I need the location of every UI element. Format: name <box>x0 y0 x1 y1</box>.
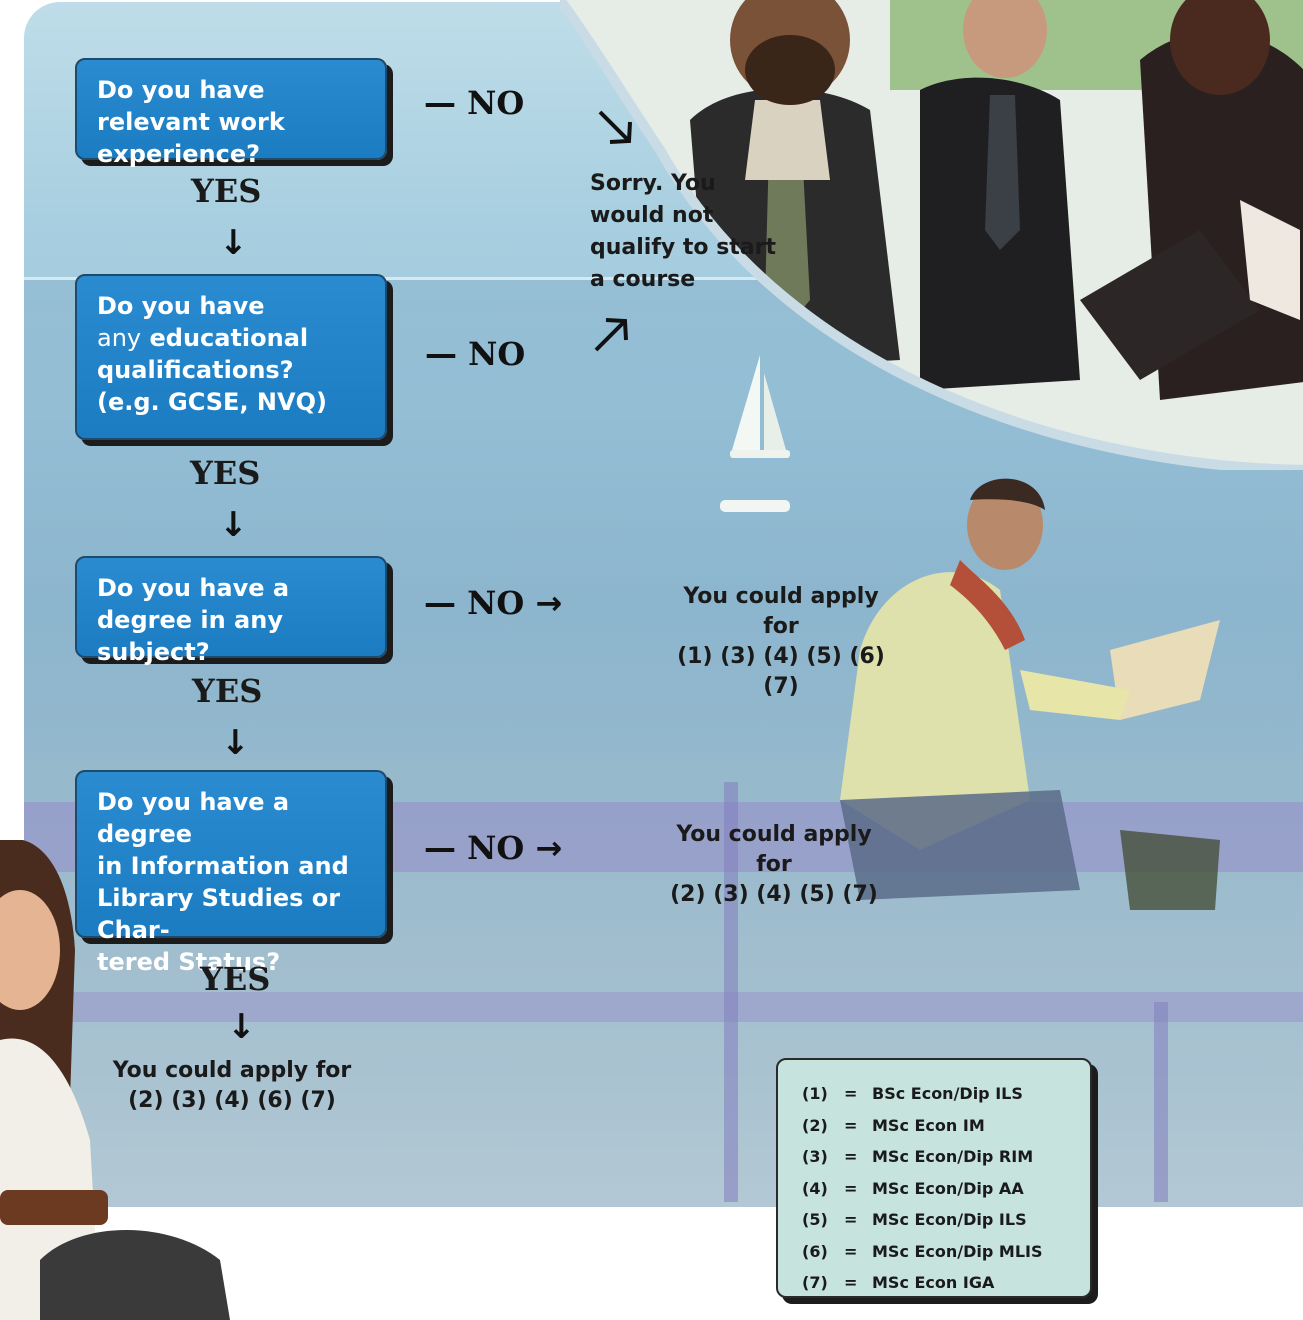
dash-icon: — <box>425 335 457 373</box>
legend-course: MSc Econ/Dip RIM <box>872 1147 1034 1166</box>
question-text: Do you have <box>97 292 265 320</box>
question-text: (e.g. GCSE, NVQ) <box>97 388 327 416</box>
arrow-right-icon: → <box>535 584 563 622</box>
no-branch-qualifications: — NO <box>425 335 525 373</box>
not-qualified-result: Sorry. You would not qualify to start a … <box>590 171 777 292</box>
question-box-educational-qualifications: Do you have any educational qualificatio… <box>75 274 387 440</box>
no-label: NO <box>467 84 525 122</box>
result-final: You could apply for (2) (3) (4) (6) (7) <box>112 1056 352 1116</box>
legend-equals: = <box>844 1273 858 1292</box>
horizon-line <box>24 277 1303 280</box>
question-box-ils-degree: Do you have a degree in Information and … <box>75 770 387 976</box>
legend-equals: = <box>844 1147 858 1166</box>
bench-post <box>724 782 738 1202</box>
legend-equals: = <box>844 1178 858 1198</box>
question-text-educational: educational <box>149 324 309 352</box>
no-branch-any-degree: — NO → <box>424 584 562 622</box>
question-text: in Information and <box>97 852 349 880</box>
yes-label: YES <box>190 454 261 492</box>
legend-row: (5) = MSc Econ/Dip ILS <box>802 1204 1090 1236</box>
question-text: any educational <box>97 322 365 354</box>
sailboat-illustration <box>720 355 790 512</box>
arrow-down-icon: ↓ <box>219 505 248 545</box>
legend-row: (3) = MSc Econ/Dip RIM <box>802 1141 1090 1173</box>
legend-code: (2) <box>802 1115 828 1135</box>
question-box-any-degree: Do you have a degree in any subject? <box>75 556 387 666</box>
result-ils-degree: You could apply for (2) (3) (4) (5) (7) <box>656 820 892 910</box>
arrow-down-icon: ↓ <box>227 1007 256 1047</box>
no-label: NO <box>467 829 525 867</box>
legend-course: MSc Econ IM <box>872 1115 985 1135</box>
legend-equals: = <box>844 1115 858 1135</box>
no-branch-ils-degree: — NO → <box>424 829 562 867</box>
result-line: You could apply for <box>676 822 872 877</box>
question-text: Library Studies or Char- <box>97 884 341 944</box>
legend-code: (4) <box>802 1178 828 1198</box>
legend-code: (6) <box>802 1241 828 1261</box>
question-box-work-experience: Do you have relevant work experience? <box>75 58 387 168</box>
legend-equals: = <box>844 1241 858 1261</box>
arrow-right-icon: → <box>535 829 563 867</box>
legend-code: (3) <box>802 1147 828 1166</box>
legend-course: BSc Econ/Dip ILS <box>872 1084 1023 1103</box>
legend-row: (7) = MSc Econ IGA <box>802 1267 1090 1299</box>
course-legend: (1) = BSc Econ/Dip ILS (2) = MSc Econ IM (3)… <box>776 1058 1092 1298</box>
legend-code: (1) <box>802 1084 828 1103</box>
bench-post <box>1154 1002 1168 1202</box>
yes-label: YES <box>191 172 262 210</box>
legend-course: MSc Econ IGA <box>872 1273 995 1292</box>
legend-row: (1) = BSc Econ/Dip ILS <box>802 1078 1090 1110</box>
result-any-degree: You could apply for (1) (3) (4) (5) (6) … <box>662 582 900 702</box>
question-text: Do you have a degree <box>97 788 290 848</box>
reading-man-photo <box>840 478 1220 910</box>
result-line: You could apply for <box>112 1058 352 1083</box>
no-label: NO <box>468 335 526 373</box>
arrow-down-right-icon <box>598 110 632 144</box>
yes-label: YES <box>192 672 263 710</box>
dash-icon: — <box>424 84 456 122</box>
dash-icon: — <box>424 829 456 867</box>
legend-course: MSc Econ/Dip MLIS <box>872 1241 1043 1261</box>
legend-code: (7) <box>802 1273 828 1292</box>
legend-row: (4) = MSc Econ/Dip AA <box>802 1173 1090 1205</box>
legend-equals: = <box>844 1084 858 1103</box>
bench-seat <box>24 992 1303 1022</box>
legend-row: (2) = MSc Econ IM <box>802 1110 1090 1142</box>
legend-row: (6) = MSc Econ/Dip MLIS <box>802 1236 1090 1268</box>
result-line: (1) (3) (4) (5) (6) (7) <box>677 644 885 699</box>
question-text: Do you have a degree in any subject? <box>97 574 290 666</box>
result-line: (2) (3) (4) (6) (7) <box>128 1088 336 1113</box>
dash-icon: — <box>424 584 456 622</box>
no-branch-work-experience: — NO <box>424 84 524 122</box>
yes-label: YES <box>200 960 271 998</box>
no-label: NO <box>467 584 525 622</box>
result-line: You could apply for <box>683 584 879 639</box>
smiling-woman-photo <box>0 840 230 1320</box>
question-text: Do you have relevant work experience? <box>97 76 285 168</box>
question-text: qualifications? <box>97 356 294 384</box>
result-line: (2) (3) (4) (5) (7) <box>670 882 878 907</box>
legend-equals: = <box>844 1210 858 1229</box>
question-text-any: any <box>97 324 142 352</box>
legend-course: MSc Econ/Dip AA <box>872 1178 1024 1198</box>
legend-code: (5) <box>802 1210 828 1229</box>
arrow-down-icon: ↓ <box>221 723 250 763</box>
arrow-down-icon: ↓ <box>219 223 248 263</box>
question-text: tered Status? <box>97 948 281 976</box>
arrow-up-right-icon <box>594 318 628 352</box>
business-people-photo <box>560 0 1303 470</box>
legend-course: MSc Econ/Dip ILS <box>872 1210 1027 1229</box>
